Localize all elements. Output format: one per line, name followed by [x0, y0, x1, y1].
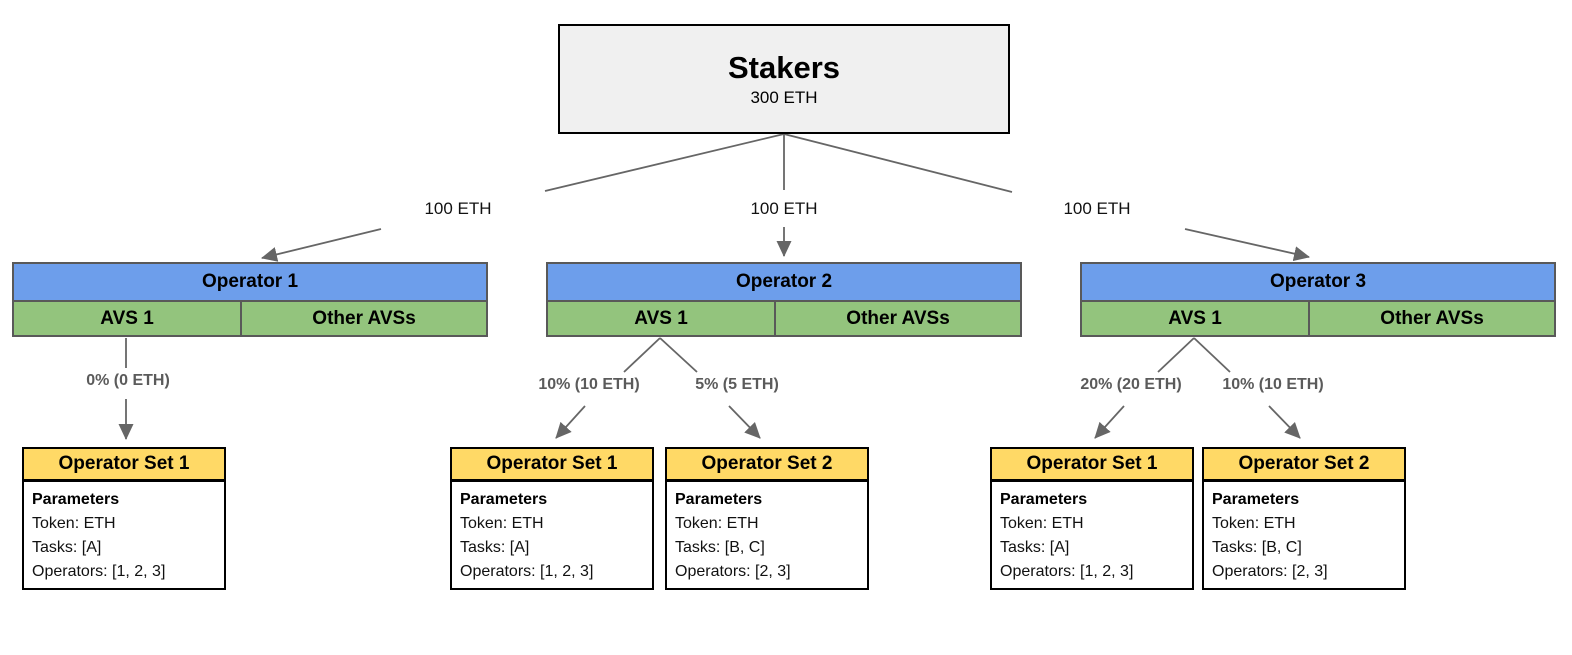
op2-operator-set-2-params: Parameters Token: ETH Tasks: [B, C] Oper… [667, 482, 867, 588]
operator-1-other-avss-cell: Other AVSs [242, 302, 486, 335]
op1-operator-set-1-params: Parameters Token: ETH Tasks: [A] Operato… [24, 482, 224, 588]
operator-3-title: Operator 3 [1082, 264, 1554, 302]
param-token: Token: ETH [1212, 515, 1296, 532]
stakers-box: Stakers 300 ETH [558, 24, 1010, 134]
params-heading: Parameters [1212, 491, 1300, 508]
params-heading: Parameters [1000, 491, 1088, 508]
operator-1-title: Operator 1 [14, 264, 486, 302]
param-operators: Operators: [1, 2, 3] [1000, 563, 1134, 580]
operator-3-avs-row: AVS 1 Other AVSs [1082, 302, 1554, 335]
param-tasks: Tasks: [A] [32, 539, 102, 556]
allocation-label-operator-3: 100 ETH [1061, 199, 1133, 219]
op2-operator-set-2-title: Operator Set 2 [667, 449, 867, 482]
allocation-label-operator-2: 100 ETH [748, 199, 820, 219]
param-token: Token: ETH [1000, 515, 1084, 532]
operator-3-avs-1-cell: AVS 1 [1082, 302, 1311, 335]
allocation-label-operator-1: 100 ETH [422, 199, 494, 219]
op3-operator-set-1-title: Operator Set 1 [992, 449, 1192, 482]
op3-operator-set-1-card: Operator Set 1 Parameters Token: ETH Tas… [990, 447, 1194, 590]
stakers-title: Stakers [727, 49, 841, 85]
operator-2-avs-row: AVS 1 Other AVSs [548, 302, 1020, 335]
param-operators: Operators: [1, 2, 3] [32, 563, 166, 580]
op3-operator-set-2-params: Parameters Token: ETH Tasks: [B, C] Oper… [1204, 482, 1404, 588]
op1-operator-set-1-card: Operator Set 1 Parameters Token: ETH Tas… [22, 447, 226, 590]
operator-2-other-avss-cell: Other AVSs [776, 302, 1020, 335]
op2-operator-set-1-title: Operator Set 1 [452, 449, 652, 482]
param-operators: Operators: [1, 2, 3] [460, 563, 594, 580]
params-heading: Parameters [32, 491, 120, 508]
operator-2-avs-1-cell: AVS 1 [548, 302, 777, 335]
operator-1-avs-1-cell: AVS 1 [14, 302, 243, 335]
operator-1-avs-row: AVS 1 Other AVSs [14, 302, 486, 335]
param-token: Token: ETH [32, 515, 116, 532]
operator-1-table: Operator 1 AVS 1 Other AVSs [12, 262, 488, 337]
operator-2-table: Operator 2 AVS 1 Other AVSs [546, 262, 1022, 337]
op1-operator-set-1-title: Operator Set 1 [24, 449, 224, 482]
param-tasks: Tasks: [B, C] [675, 539, 765, 556]
split-label-op2-set2: 5% (5 ETH) [693, 376, 781, 394]
param-operators: Operators: [2, 3] [675, 563, 791, 580]
operator-3-other-avss-cell: Other AVSs [1310, 302, 1554, 335]
op3-operator-set-2-title: Operator Set 2 [1204, 449, 1404, 482]
op2-operator-set-2-card: Operator Set 2 Parameters Token: ETH Tas… [665, 447, 869, 590]
param-tasks: Tasks: [A] [460, 539, 530, 556]
split-label-op1-set1: 0% (0 ETH) [84, 372, 172, 390]
params-heading: Parameters [675, 491, 763, 508]
param-tasks: Tasks: [A] [1000, 539, 1070, 556]
op2-operator-set-1-card: Operator Set 1 Parameters Token: ETH Tas… [450, 447, 654, 590]
split-label-op2-set1: 10% (10 ETH) [536, 376, 642, 394]
operator-3-table: Operator 3 AVS 1 Other AVSs [1080, 262, 1556, 337]
params-heading: Parameters [460, 491, 548, 508]
param-token: Token: ETH [460, 515, 544, 532]
stakers-amount: 300 ETH [750, 88, 818, 108]
param-token: Token: ETH [675, 515, 759, 532]
op3-operator-set-1-params: Parameters Token: ETH Tasks: [A] Operato… [992, 482, 1192, 588]
split-label-op3-set1: 20% (20 ETH) [1078, 376, 1184, 394]
split-label-op3-set2: 10% (10 ETH) [1220, 376, 1326, 394]
operator-2-title: Operator 2 [548, 264, 1020, 302]
op3-operator-set-2-card: Operator Set 2 Parameters Token: ETH Tas… [1202, 447, 1406, 590]
op2-operator-set-1-params: Parameters Token: ETH Tasks: [A] Operato… [452, 482, 652, 588]
param-tasks: Tasks: [B, C] [1212, 539, 1302, 556]
param-operators: Operators: [2, 3] [1212, 563, 1328, 580]
